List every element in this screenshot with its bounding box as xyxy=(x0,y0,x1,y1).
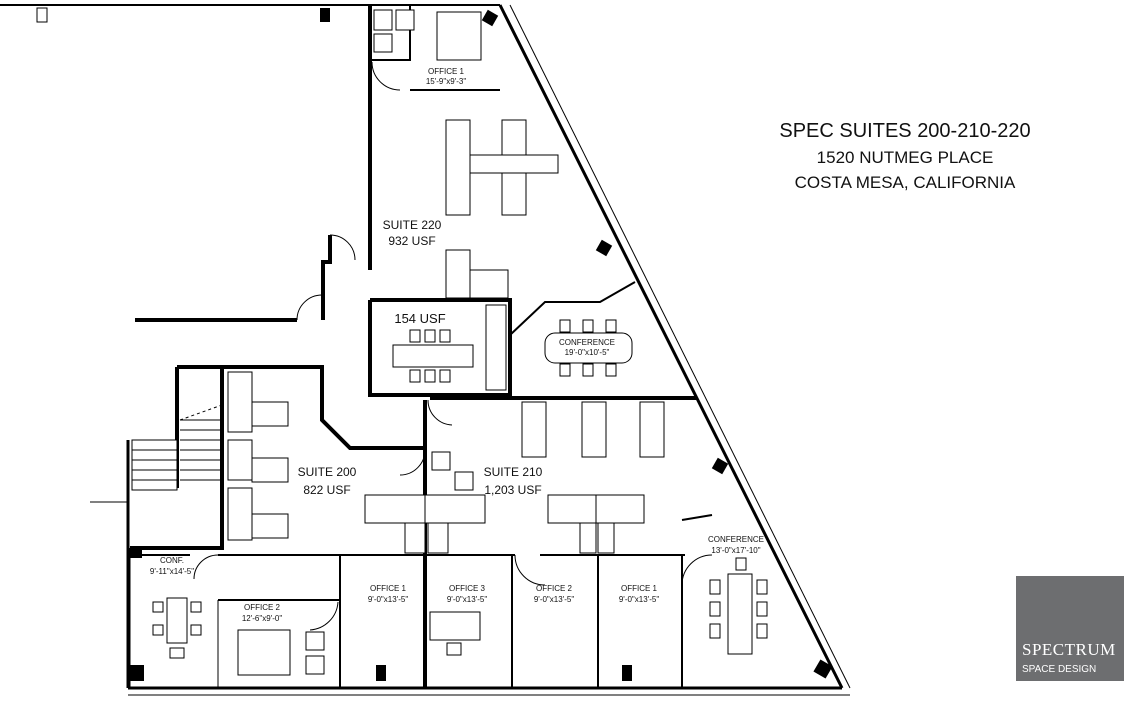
office1-210-name: OFFICE 1 xyxy=(621,584,658,593)
office2-210-dims: 9'-0"x13'-5" xyxy=(534,595,574,604)
conf-210-name: CONFERENCE xyxy=(708,535,764,544)
spectrum-logo: SPECTRUM SPACE DESIGN xyxy=(1016,576,1124,681)
conf-200-name: CONF. xyxy=(160,556,184,565)
office3-210-name: OFFICE 3 xyxy=(449,584,486,593)
office2-200-name: OFFICE 2 xyxy=(244,603,281,612)
stairs xyxy=(131,404,223,491)
plan-city: COSTA MESA, CALIFORNIA xyxy=(795,173,1016,192)
logo-brand: SPECTRUM xyxy=(1022,640,1116,659)
office1-200-dims: 9'-0"x13'-5" xyxy=(368,595,408,604)
interior-walls xyxy=(129,5,713,688)
office1-200-name: OFFICE 1 xyxy=(370,584,407,593)
logo-tagline: SPACE DESIGN xyxy=(1022,664,1097,675)
office1-220-name: OFFICE 1 xyxy=(428,67,465,76)
conf-220-name: CONFERENCE xyxy=(559,338,615,347)
conf-200-dims: 9'-11"x14'-5" xyxy=(150,567,194,576)
suite-200-area: 822 USF xyxy=(303,483,350,497)
suite-200-name: SUITE 200 xyxy=(298,465,357,479)
core-area: 154 USF xyxy=(394,311,445,326)
suite-220-area: 932 USF xyxy=(388,234,435,248)
plan-title: SPEC SUITES 200-210-220 xyxy=(779,120,1030,142)
office1-210-dims: 9'-0"x13'-5" xyxy=(619,595,659,604)
conf-210-dims: 13'-0"x17'-10" xyxy=(711,546,760,555)
suite-210-area: 1,203 USF xyxy=(484,483,541,497)
suite-220-name: SUITE 220 xyxy=(383,218,442,232)
plan-address: 1520 NUTMEG PLACE xyxy=(817,148,994,167)
office2-200-dims: 12'-6"x9'-0" xyxy=(242,614,282,623)
suite-210-name: SUITE 210 xyxy=(484,465,543,479)
exterior-walls xyxy=(0,4,851,696)
office1-220-dims: 15'-9"x9'-3" xyxy=(426,77,466,86)
office2-210-name: OFFICE 2 xyxy=(536,584,573,593)
office3-210-dims: 9'-0"x13'-5" xyxy=(447,595,487,604)
furniture xyxy=(152,9,768,676)
conf-220-dims: 19'-0"x10'-5" xyxy=(565,348,610,357)
